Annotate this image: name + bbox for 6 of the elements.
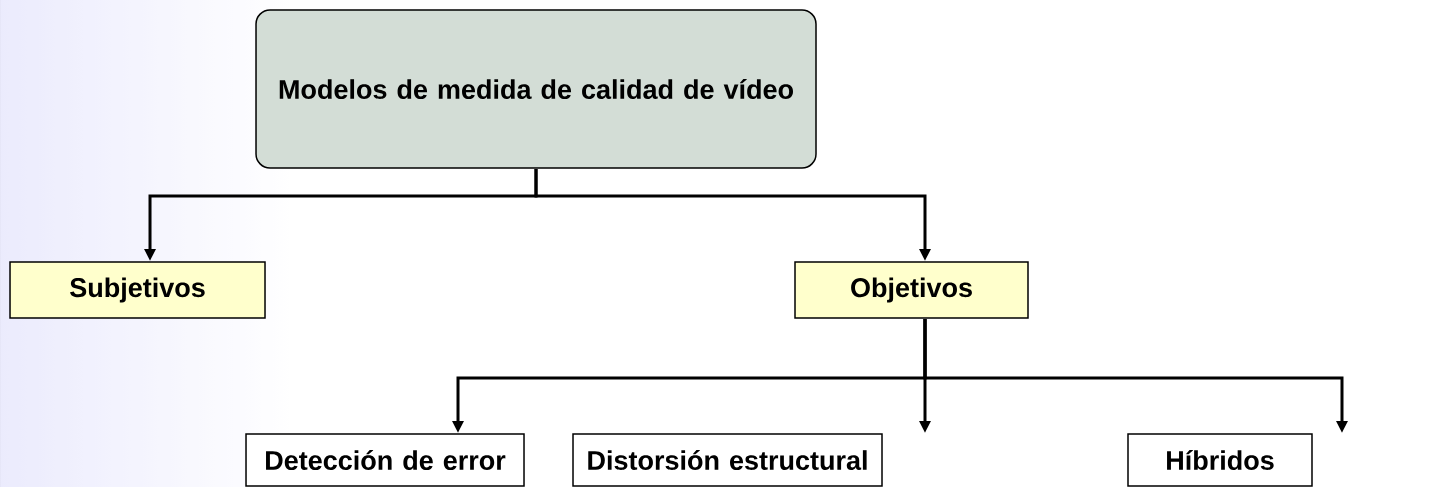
root-box: Modelos de medida de calidad de vídeo bbox=[255, 9, 817, 169]
leaf-box: Híbridos bbox=[1127, 433, 1313, 487]
category-box: Subjetivos bbox=[9, 261, 266, 319]
leaf-box: Distorsión estructural bbox=[572, 433, 883, 487]
leaf-box: Detección de error bbox=[245, 433, 525, 487]
category-box: Objetivos bbox=[794, 261, 1029, 319]
